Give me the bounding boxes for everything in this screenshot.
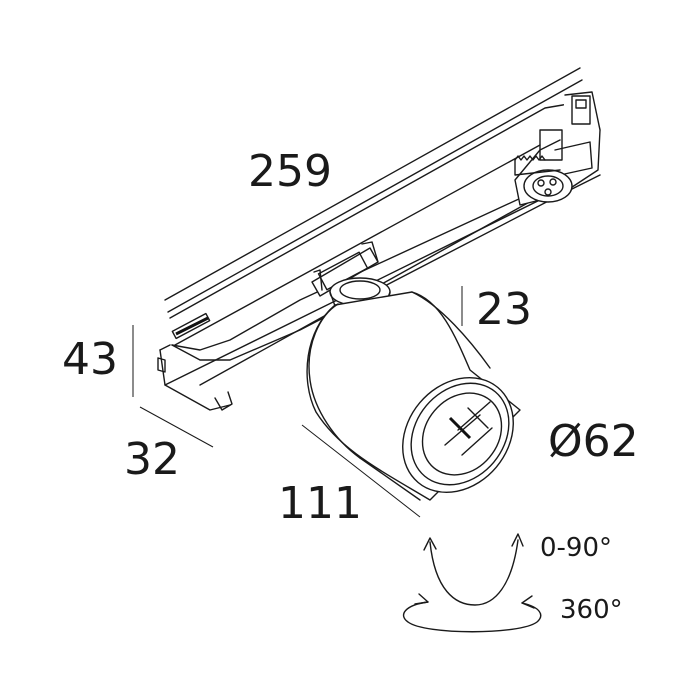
pan-angle-label: 360° (560, 595, 623, 625)
track-adapter-end (514, 91, 601, 206)
width-label: 32 (124, 434, 180, 485)
dimension-lines (132, 286, 463, 518)
spot-length-label: 111 (278, 478, 362, 529)
track-rail (157, 67, 601, 411)
tilt-angle-label: 0-90° (540, 533, 612, 563)
height-label: 43 (62, 334, 118, 385)
pan-arrow (402, 593, 542, 633)
tilt-arrow (423, 533, 524, 606)
length-label: 259 (248, 146, 332, 197)
diameter-label: Ø62 (548, 416, 639, 467)
adapter-height-label: 23 (476, 284, 532, 335)
spotlight-body (306, 291, 521, 501)
